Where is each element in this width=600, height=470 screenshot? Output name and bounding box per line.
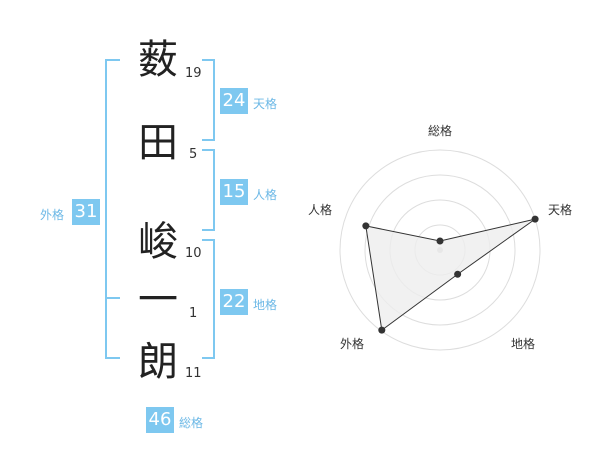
stroke-count-3: 10: [185, 246, 202, 261]
jinkaku-label: 人格: [253, 188, 278, 202]
radar-polygon: [365, 218, 536, 331]
chikaku-value: 22: [220, 289, 248, 315]
chikaku-bracket: [202, 239, 215, 359]
name-char-2: 田: [138, 120, 178, 166]
radar-point-3: [378, 326, 386, 334]
radar-ring: [339, 149, 541, 351]
gaikaku-value: 31: [72, 199, 100, 225]
gaikaku-bracket: [105, 59, 120, 359]
name-char-3: 峻: [138, 219, 178, 265]
jinkaku-value: 15: [220, 179, 248, 205]
radar-axis-label-soukaku: 総格: [428, 124, 453, 138]
tenkaku-bracket: [202, 59, 215, 141]
radar-axis-label-chikaku: 地格: [511, 337, 536, 351]
name-char-1: 薮: [138, 37, 178, 83]
name-char-4: 一: [138, 277, 178, 323]
radar-ring: [364, 174, 516, 326]
soukaku-value: 46: [146, 407, 174, 433]
radar-point-0: [436, 237, 444, 245]
radar-axis-label-tenkaku: 天格: [548, 203, 573, 217]
soukaku-label: 総格: [179, 416, 204, 430]
radar-axis-label-gaikaku: 外格: [340, 337, 365, 351]
radar-point-4: [362, 222, 370, 230]
gaikaku-label: 外格: [40, 208, 65, 222]
stroke-count-5: 11: [185, 366, 202, 381]
stroke-count-1: 19: [185, 66, 202, 81]
chikaku-label: 地格: [253, 298, 278, 312]
stroke-count-4: 1: [189, 306, 198, 321]
tenkaku-label: 天格: [253, 97, 278, 111]
radar-point-1: [531, 215, 539, 223]
jinkaku-bracket: [202, 149, 215, 231]
stroke-count-2: 5: [189, 147, 198, 162]
radar-axis-label-jinkaku: 人格: [308, 203, 333, 217]
name-char-5: 朗: [138, 339, 178, 385]
radar-point-2: [454, 270, 462, 278]
tenkaku-value: 24: [220, 88, 248, 114]
